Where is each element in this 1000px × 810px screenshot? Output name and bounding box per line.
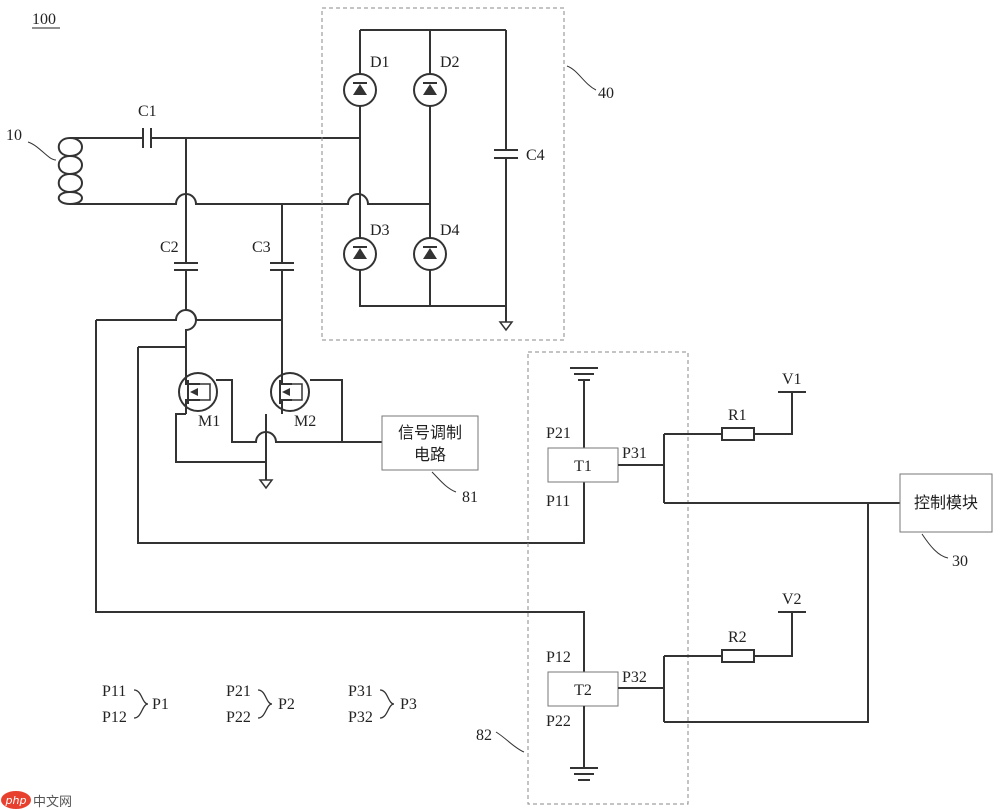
signal-modulation-line2: 电路 xyxy=(414,445,446,464)
legend-p21: P21 xyxy=(226,683,251,700)
signal-modulation-circuit-box xyxy=(381,415,479,471)
r2-label: R2 xyxy=(728,629,747,646)
d2-label: D2 xyxy=(440,54,460,71)
ground-mosfet-icon xyxy=(258,479,274,490)
signal-modulation-line1: 信号调制 xyxy=(398,423,462,442)
r1-label: R1 xyxy=(728,407,747,424)
resistor-r2 xyxy=(721,649,755,663)
rectifier-ref-label: 40 xyxy=(598,85,614,102)
mosfet-m1 xyxy=(178,372,218,414)
v1-label: V1 xyxy=(782,371,802,388)
ground-rectifier-icon xyxy=(498,321,514,332)
legend-p1-group: P1 xyxy=(152,696,169,713)
legend-p3-group: P3 xyxy=(400,696,417,713)
diode-d1 xyxy=(343,73,377,107)
legend-p22: P22 xyxy=(226,709,251,726)
capacitor-c1 xyxy=(142,128,152,148)
control-module-box xyxy=(899,473,993,533)
capacitor-c4 xyxy=(494,149,518,159)
c2-label: C2 xyxy=(160,239,179,256)
coil-ref-label: 10 xyxy=(6,127,22,144)
legend-p31: P31 xyxy=(348,683,373,700)
t2-bottom-pin-label: P22 xyxy=(546,713,571,730)
diode-d4 xyxy=(413,237,447,271)
legend-p3: P31 P32 P3 xyxy=(348,683,417,726)
legend-p32: P32 xyxy=(348,709,373,726)
mosfet-m2 xyxy=(270,372,310,414)
t2-top-pin-label: P12 xyxy=(546,649,571,666)
m1-label: M1 xyxy=(198,413,220,430)
switch-block-outline xyxy=(527,351,689,805)
d1-label: D1 xyxy=(370,54,390,71)
modulator-ref-label: 81 xyxy=(462,489,478,506)
switch-block-ref-label: 82 xyxy=(476,727,492,744)
legend-p2-group: P2 xyxy=(278,696,295,713)
diode-d3 xyxy=(343,237,377,271)
t1-label: T1 xyxy=(574,458,592,475)
t2-label: T2 xyxy=(574,682,592,699)
ground-top-icon xyxy=(570,367,598,381)
legend-p12: P12 xyxy=(102,709,127,726)
rectifier-block-outline xyxy=(321,7,565,341)
watermark-text: 中文网 xyxy=(33,795,72,810)
d3-label: D3 xyxy=(370,222,390,239)
m2-label: M2 xyxy=(294,413,316,430)
switch-t1 xyxy=(547,447,619,483)
c4-label: C4 xyxy=(526,147,545,164)
legend-p2: P21 P22 P2 xyxy=(226,683,295,726)
control-module-label: 控制模块 xyxy=(914,493,978,512)
t1-right-pin-label: P31 xyxy=(622,445,647,462)
figure-number: 100 xyxy=(32,11,56,28)
legend-p1: P11 P12 P1 xyxy=(102,683,169,726)
c1-label: C1 xyxy=(138,103,157,120)
controller-ref-label: 30 xyxy=(952,553,968,570)
t2-right-pin-label: P32 xyxy=(622,669,647,686)
d4-label: D4 xyxy=(440,222,460,239)
coil-10 xyxy=(57,137,100,205)
capacitor-c3 xyxy=(270,262,294,271)
v2-label: V2 xyxy=(782,591,802,608)
legend-p11: P11 xyxy=(102,683,126,700)
c3-label: C3 xyxy=(252,239,271,256)
t1-top-pin-label: P21 xyxy=(546,425,571,442)
resistor-r1 xyxy=(721,427,755,441)
watermark-logo: php 中文网 xyxy=(1,791,72,810)
watermark-logo-text: php xyxy=(5,794,27,807)
diode-d2 xyxy=(413,73,447,107)
capacitor-c2 xyxy=(174,262,198,271)
ground-bottom-icon xyxy=(570,767,598,781)
t1-bottom-pin-label: P11 xyxy=(546,493,570,510)
